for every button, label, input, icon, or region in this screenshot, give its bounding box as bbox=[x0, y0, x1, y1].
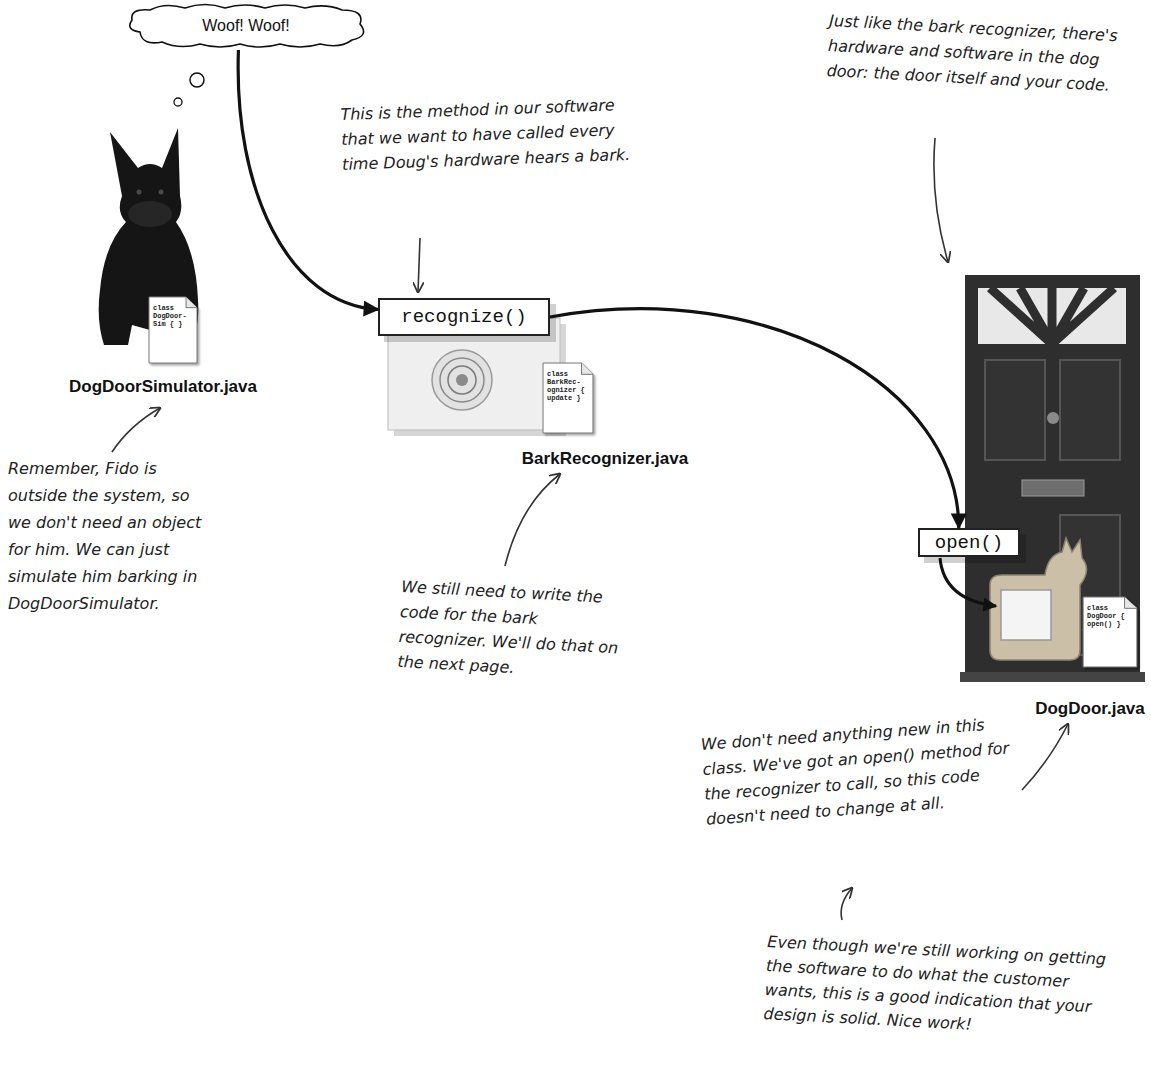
class-file-icon: class DogDoor { open() }DogDoor.java bbox=[1082, 596, 1138, 668]
handwritten-note: We don't need anything new in this class… bbox=[700, 709, 1036, 832]
file-page bbox=[1083, 597, 1137, 667]
leader-arrow bbox=[418, 238, 420, 292]
speaker-ring bbox=[448, 366, 476, 394]
mail-slot bbox=[1022, 480, 1084, 496]
class-code-text: class BarkRec- ognizer { update } bbox=[547, 370, 589, 402]
class-code-text: class DogDoor { open() } bbox=[1087, 604, 1133, 628]
thought-dot bbox=[174, 98, 182, 106]
file-page bbox=[543, 363, 593, 433]
door-body bbox=[965, 275, 1140, 675]
method-box: open() bbox=[918, 528, 1020, 557]
thought-bubble: Woof! Woof! bbox=[120, 2, 372, 50]
bark-text: Woof! Woof! bbox=[202, 17, 289, 35]
flow-arrow bbox=[550, 309, 959, 528]
door-panel bbox=[985, 360, 1045, 460]
file-page bbox=[149, 297, 197, 363]
file-fold bbox=[1125, 597, 1137, 608]
method-name: recognize() bbox=[401, 306, 526, 328]
flow-arrow bbox=[940, 558, 996, 606]
door-step bbox=[960, 672, 1145, 682]
leader-arrow bbox=[1022, 724, 1068, 790]
speaker-ring bbox=[440, 358, 484, 402]
handwritten-note: We still need to write the code for the … bbox=[397, 574, 627, 686]
handwritten-note: Even though we're still working on getti… bbox=[763, 930, 1113, 1044]
thought-dot bbox=[190, 73, 204, 87]
class-code-text: class DogDoor- Sim { } bbox=[153, 304, 193, 328]
speaker-ring bbox=[432, 350, 492, 410]
file-fold bbox=[186, 297, 197, 308]
class-file-icon: class DogDoor- Sim { }DogDoorSimulator.j… bbox=[148, 296, 198, 364]
speaker-center bbox=[456, 374, 468, 386]
class-file-icon: class BarkRec- ognizer { update }BarkRec… bbox=[542, 362, 594, 434]
dog-eye bbox=[137, 190, 142, 195]
flow-arrow bbox=[238, 50, 378, 309]
file-name: DogDoorSimulator.java bbox=[43, 377, 283, 397]
door-illustration bbox=[960, 275, 1145, 682]
door-panel bbox=[1060, 360, 1120, 460]
method-box: recognize() bbox=[378, 298, 550, 336]
dog-muzzle bbox=[128, 201, 172, 227]
leader-arrow bbox=[841, 888, 852, 920]
fanlight-glass bbox=[978, 288, 1126, 344]
dog-eye bbox=[159, 190, 164, 195]
leader-arrow bbox=[934, 138, 948, 262]
handwritten-note: This is the method in our software that … bbox=[340, 92, 632, 177]
door-knob bbox=[1047, 412, 1059, 424]
fanlight-bars bbox=[990, 288, 1114, 344]
file-fold bbox=[582, 363, 593, 374]
file-name: DogDoor.java bbox=[1025, 699, 1151, 719]
cloud-path bbox=[130, 5, 364, 48]
leader-arrow bbox=[505, 474, 560, 566]
handwritten-note: Remember, Fido is outside the system, so… bbox=[8, 455, 203, 617]
dog-flap-opening bbox=[1001, 590, 1051, 640]
file-name: BarkRecognizer.java bbox=[485, 449, 725, 469]
handwritten-note: Just like the bark recognizer, there's h… bbox=[826, 8, 1120, 98]
method-name: open() bbox=[935, 532, 1003, 554]
leader-arrow bbox=[112, 408, 160, 452]
